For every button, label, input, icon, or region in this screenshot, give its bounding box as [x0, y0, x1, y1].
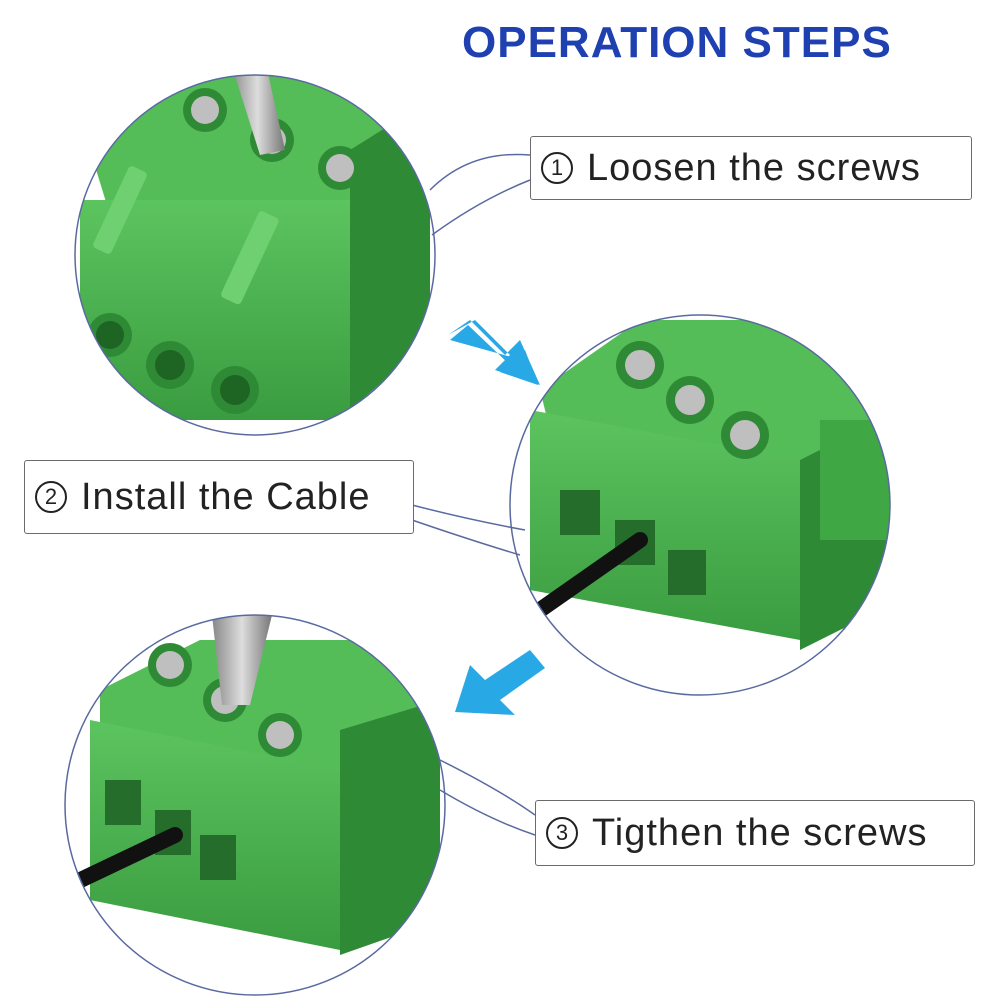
step-1-number: 1	[541, 152, 573, 184]
terminal-photo-1	[74, 74, 436, 436]
terminal-photo-3	[64, 614, 446, 996]
page-title: OPERATION STEPS	[462, 18, 892, 67]
arrow-down-left-icon	[455, 650, 545, 715]
step-3-callout: 3 Tigthen the screws	[535, 800, 975, 866]
step-2-number: 2	[35, 481, 67, 513]
step-2-callout: 2 Install the Cable	[24, 460, 414, 534]
callout-line-1	[429, 153, 531, 236]
step-3-number: 3	[546, 817, 578, 849]
step-1-callout: 1 Loosen the screws	[530, 136, 972, 200]
callout-line-3	[439, 759, 536, 836]
step-2-label: Install the Cable	[81, 475, 371, 518]
terminal-photo-2	[509, 314, 891, 696]
step-3-label: Tigthen the screws	[592, 811, 928, 854]
callout-line-2	[411, 504, 526, 556]
arrow-down-right-icon	[448, 320, 540, 385]
step-1-label: Loosen the screws	[587, 146, 921, 189]
